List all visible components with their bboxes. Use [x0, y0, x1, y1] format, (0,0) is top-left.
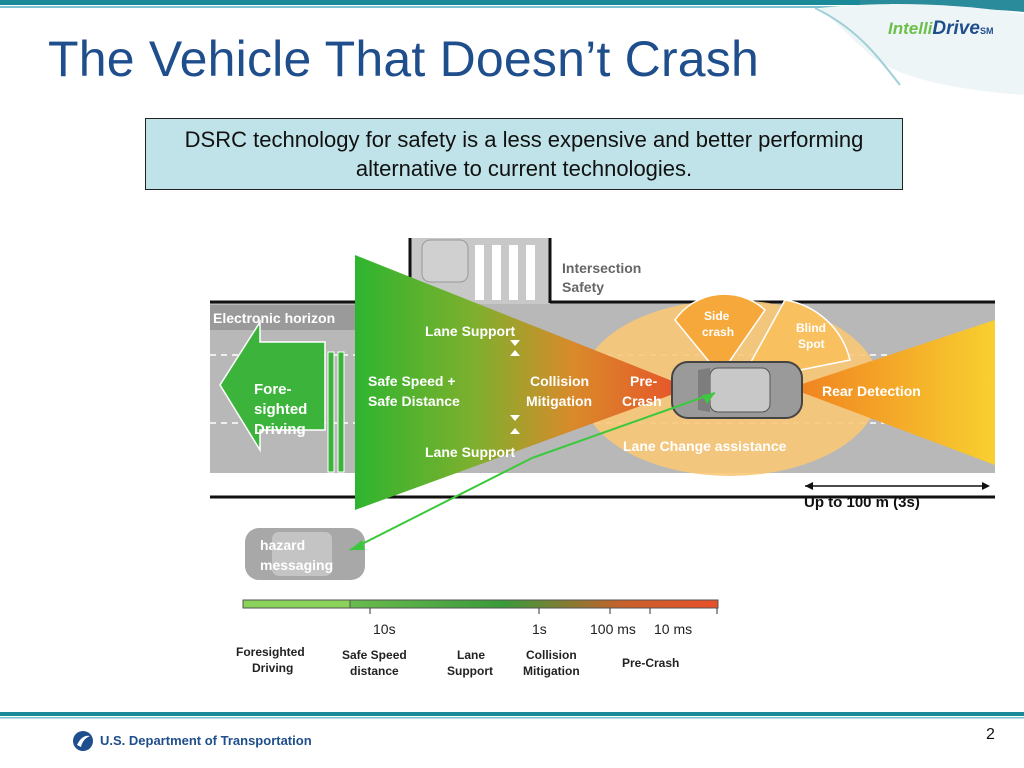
- range-label: Up to 100 m (3s): [804, 494, 920, 511]
- callout-box: DSRC technology for safety is a less exp…: [145, 118, 903, 190]
- foresight-label-2: sighted: [254, 401, 307, 418]
- lane-support-top-label: Lane Support: [425, 323, 516, 339]
- intersection-label-2: Safety: [562, 279, 604, 295]
- lane-change-label: Lane Change assistance: [623, 438, 787, 454]
- blind-spot-label-1: Blind: [796, 321, 826, 335]
- forward-detection-cone: [355, 255, 690, 510]
- dot-logo-icon: [73, 731, 93, 751]
- tl-foresighted-2: Driving: [252, 661, 293, 675]
- side-crash-label-1: Side: [704, 309, 730, 323]
- foresight-label-1: Fore-: [254, 381, 292, 398]
- footer-rule: [0, 712, 1024, 719]
- tl-safe-speed-1: Safe Speed: [342, 648, 407, 662]
- collision-label-2: Mitigation: [526, 393, 592, 409]
- side-crash-label-2: crash: [702, 325, 734, 339]
- vehicle-icon: [671, 361, 803, 419]
- rear-detection-cone: [790, 320, 995, 465]
- page-title: The Vehicle That Doesn’t Crash: [48, 31, 760, 87]
- intellidrive-logo: IntelliDriveSM: [888, 18, 994, 39]
- tick-100ms: 100 ms: [590, 621, 636, 637]
- rear-detection-label: Rear Detection: [822, 383, 921, 399]
- header-decoration: [0, 0, 1024, 95]
- foresight-arrow: [219, 319, 326, 453]
- pre-crash-label-2: Crash: [622, 393, 662, 409]
- blind-spot-label-2: Spot: [798, 337, 825, 351]
- hazard-label-1: hazard: [260, 537, 305, 553]
- safety-diagram: Intersection Safety Electronic horizon F…: [210, 238, 995, 678]
- intersection-label-1: Intersection: [562, 260, 641, 276]
- crosswalk: [475, 245, 535, 300]
- foresight-label-3: Driving: [254, 421, 306, 438]
- safe-speed-label-2: Safe Distance: [368, 393, 460, 409]
- intersection-car-icon: [421, 239, 469, 283]
- safe-speed-label-1: Safe Speed +: [368, 373, 456, 389]
- tick-1s: 1s: [532, 621, 547, 637]
- pre-crash-label-1: Pre-: [630, 373, 658, 389]
- tl-safe-speed-2: distance: [350, 664, 399, 678]
- page-number: 2: [986, 726, 995, 743]
- electronic-horizon-band: [210, 305, 355, 330]
- tl-lane-2: Support: [447, 664, 493, 678]
- tl-collision-2: Mitigation: [523, 664, 580, 678]
- hazard-label-2: messaging: [260, 557, 333, 573]
- tl-foresighted-1: Foresighted: [236, 645, 305, 659]
- lane-support-bottom-label: Lane Support: [425, 444, 516, 460]
- tl-lane-1: Lane: [457, 648, 485, 662]
- tick-10s: 10s: [373, 621, 396, 637]
- side-crash-wedge: [674, 293, 766, 377]
- tl-collision-1: Collision: [526, 648, 577, 662]
- tl-pre-crash: Pre-Crash: [622, 656, 679, 670]
- tick-10ms: 10 ms: [654, 621, 692, 637]
- hazard-car-icon: [245, 528, 365, 580]
- footer-department: U.S. Department of Transportation: [100, 733, 312, 748]
- electronic-horizon-label: Electronic horizon: [213, 310, 335, 326]
- collision-label-1: Collision: [530, 373, 589, 389]
